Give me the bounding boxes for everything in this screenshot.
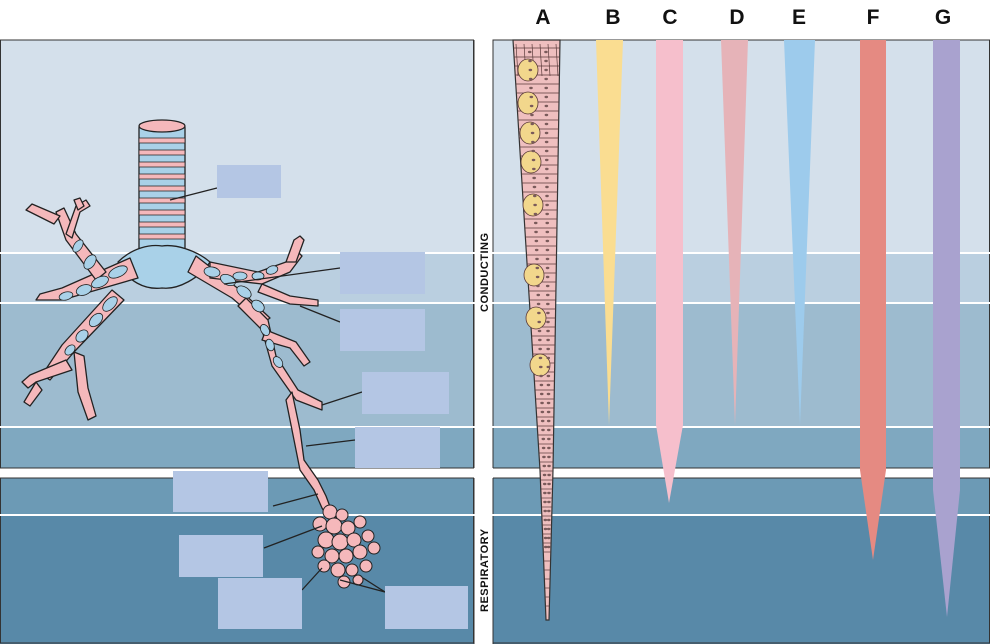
leader-lines <box>169 187 386 593</box>
column-letter-g: G <box>935 6 951 29</box>
band-3 <box>493 304 990 426</box>
column-letter-a: A <box>535 6 550 29</box>
zone-separator <box>0 468 990 478</box>
zone-divider-column <box>474 40 493 644</box>
label-box-bronchus[interactable] <box>340 309 425 351</box>
tapering-bars <box>596 40 960 617</box>
label-box-trachea[interactable] <box>217 165 281 198</box>
alveolar-sac <box>311 504 381 589</box>
column-letter-b: B <box>605 6 620 29</box>
zone-label-conducting: CONDUCTING <box>479 232 491 312</box>
label-box-terminal-bronchiole[interactable] <box>355 427 440 468</box>
bar-d <box>721 40 748 425</box>
label-box-bronchiole[interactable] <box>362 372 449 414</box>
left-main-bronchus <box>35 257 139 301</box>
bronchial-tree <box>21 119 381 589</box>
bar-g <box>933 40 960 617</box>
band-6 <box>493 516 990 644</box>
zone-label-respiratory: RESPIRATORY <box>479 528 491 612</box>
label-box-main-bronchus[interactable] <box>340 252 425 294</box>
epithelium-column-a <box>512 39 561 621</box>
label-boxes[interactable] <box>173 165 468 629</box>
trachea-opening <box>138 119 186 133</box>
label-box-alveolar-sac[interactable] <box>218 578 302 629</box>
column-letter-f: F <box>867 6 880 29</box>
column-letter-c: C <box>662 6 677 29</box>
bar-c <box>656 40 683 503</box>
goblet-cells <box>517 58 551 377</box>
label-box-alveolar-duct[interactable] <box>179 535 263 577</box>
bar-b <box>596 40 623 425</box>
column-letter-e: E <box>792 6 806 29</box>
right-panel-background <box>493 40 990 644</box>
column-letter-d: D <box>729 6 744 29</box>
band-4 <box>493 428 990 468</box>
band-2 <box>493 254 990 302</box>
label-box-alveolus[interactable] <box>385 586 468 629</box>
label-box-respiratory-bronchiole[interactable] <box>173 471 268 512</box>
band-5 <box>493 478 990 514</box>
bar-f <box>860 40 886 560</box>
band-separators <box>0 252 990 516</box>
bar-e <box>784 40 815 425</box>
